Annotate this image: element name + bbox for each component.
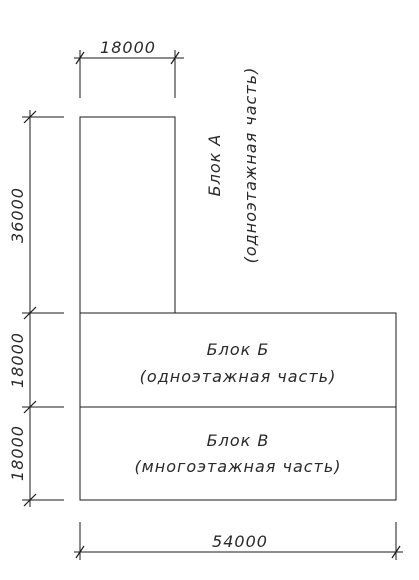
block-v-name: Блок В [207, 431, 270, 450]
left-tick-3 [23, 400, 37, 414]
block-v-outline [79, 406, 397, 501]
block-b-name: Блок Б [207, 340, 270, 359]
block-b-outline [79, 312, 397, 408]
block-v-label: Блок В (многоэтажная часть) [134, 431, 341, 476]
top-tick-left [75, 51, 85, 65]
left-dimension-chain: 36000 18000 18000 [8, 110, 64, 507]
block-a-label: Блок А (одноэтажная часть) [205, 67, 260, 264]
left-tick-1 [23, 110, 37, 124]
top-dimension: 18000 [74, 38, 184, 98]
bottom-tick-right [391, 545, 401, 559]
top-tick-right [170, 51, 180, 65]
left-dimension-label-v: 18000 [8, 425, 27, 481]
left-dimension-label-a: 36000 [8, 187, 27, 243]
bottom-dimension-label: 54000 [212, 532, 268, 551]
top-dimension-label: 18000 [100, 38, 156, 57]
left-tick-4 [23, 493, 37, 507]
bottom-tick-left [75, 545, 85, 559]
left-dimension-label-b: 18000 [8, 332, 27, 388]
left-tick-2 [23, 306, 37, 320]
block-b-label: Блок Б (одноэтажная часть) [140, 340, 337, 386]
block-b-type: (одноэтажная часть) [140, 367, 337, 386]
block-v-type: (многоэтажная часть) [134, 457, 341, 476]
block-a-name: Блок А [205, 134, 224, 197]
block-a-outline [79, 116, 176, 314]
bottom-dimension: 54000 [74, 522, 403, 560]
block-a-type: (одноэтажная часть) [241, 67, 260, 264]
